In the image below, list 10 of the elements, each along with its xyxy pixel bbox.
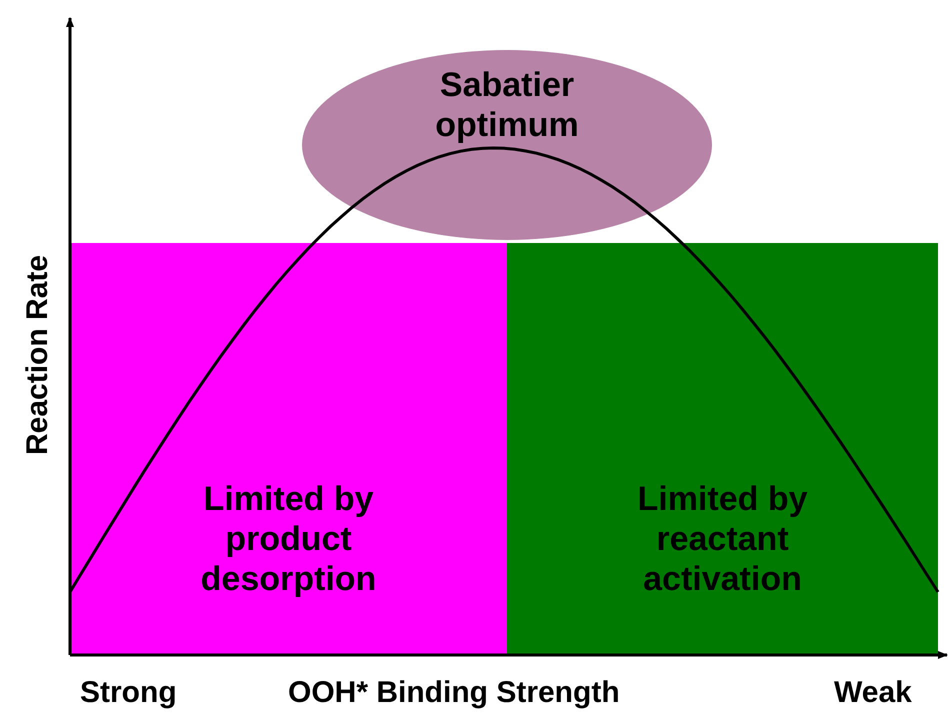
axis-title: OOH* Binding Strength [288, 676, 620, 710]
region-panel [507, 243, 938, 655]
region-label: Limited by product desorption [200, 479, 378, 599]
axis-title: Reaction Rate [21, 255, 55, 455]
axis-end-label: Strong [80, 676, 177, 710]
region-label: Sabatier optimum [434, 65, 580, 145]
optimum-ellipse [302, 50, 712, 240]
region-label: Limited by reactant activation [636, 479, 809, 599]
region-panel [70, 243, 507, 655]
axis-end-label: Weak [834, 676, 912, 710]
